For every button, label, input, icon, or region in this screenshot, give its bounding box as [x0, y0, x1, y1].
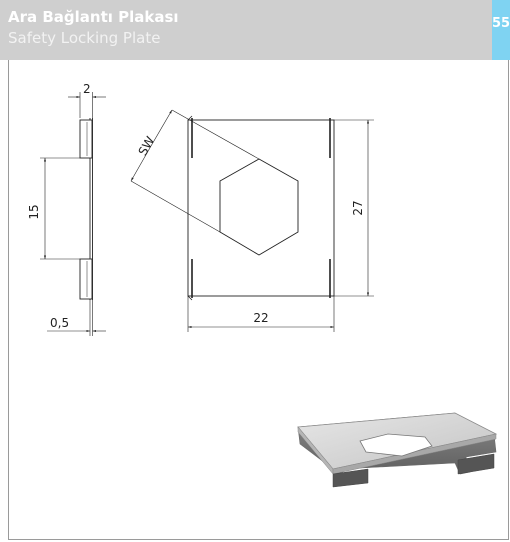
dim-slot-spacing-label: 15	[27, 204, 41, 219]
plate-3d-render	[297, 412, 498, 488]
page-title: Ara Bağlantı Plakası	[8, 8, 179, 26]
dim-plate-thickness-label: 0,5	[50, 316, 69, 330]
page-number: 55	[492, 16, 510, 31]
dim-height-label: 27	[351, 200, 365, 215]
dim-width-label: 22	[253, 311, 268, 325]
page-subtitle: Safety Locking Plate	[8, 29, 161, 47]
side-view	[40, 92, 106, 336]
header-bar: Ara Bağlantı Plakası Safety Locking Plat…	[0, 0, 510, 60]
dim-across-flats-label: SW	[136, 134, 158, 158]
front-view	[130, 109, 374, 332]
page-number-tab	[492, 0, 510, 60]
content-frame	[8, 60, 509, 540]
dim-thickness-label: 2	[83, 82, 91, 96]
